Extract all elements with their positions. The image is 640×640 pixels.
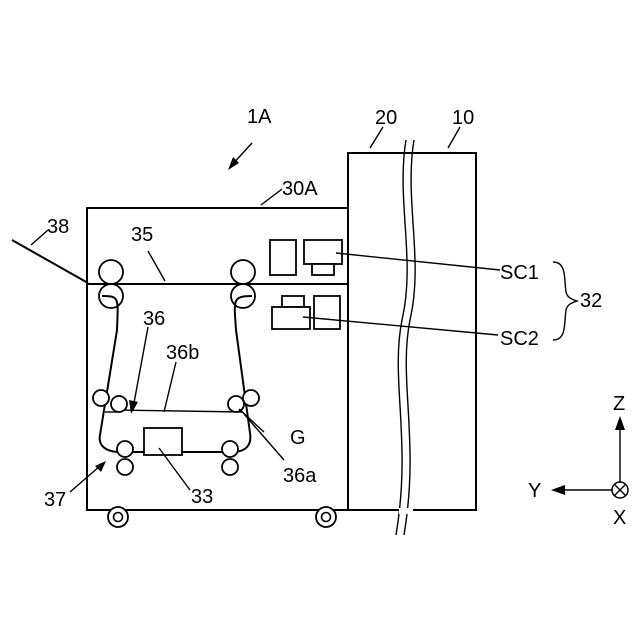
label-sensor: 33 <box>191 486 213 508</box>
housing-column <box>348 140 476 535</box>
label-controller-group: 32 <box>580 290 602 312</box>
label-sheet: 38 <box>47 216 69 238</box>
label-axis-x: X <box>613 507 626 529</box>
label-housing-10: 10 <box>452 107 474 129</box>
transport-path <box>12 240 348 284</box>
sensor-box <box>144 428 182 455</box>
label-belt-upper: 36b <box>166 342 199 364</box>
label-axis-y: Y <box>528 480 541 502</box>
label-axis-z: Z <box>613 393 625 415</box>
label-housing-20: 20 <box>375 107 397 129</box>
label-controller1: SC1 <box>500 262 539 284</box>
label-gap: G <box>290 427 306 449</box>
label-belt: 36 <box>143 308 165 330</box>
label-belt-lower: 36a <box>283 465 317 487</box>
label-unit: 30A <box>282 178 318 200</box>
label-transport: 35 <box>131 224 153 246</box>
label-device: 1A <box>247 106 272 128</box>
axis-indicator <box>551 416 628 498</box>
label-frame: 37 <box>44 489 66 511</box>
label-controller2: SC2 <box>500 328 539 350</box>
